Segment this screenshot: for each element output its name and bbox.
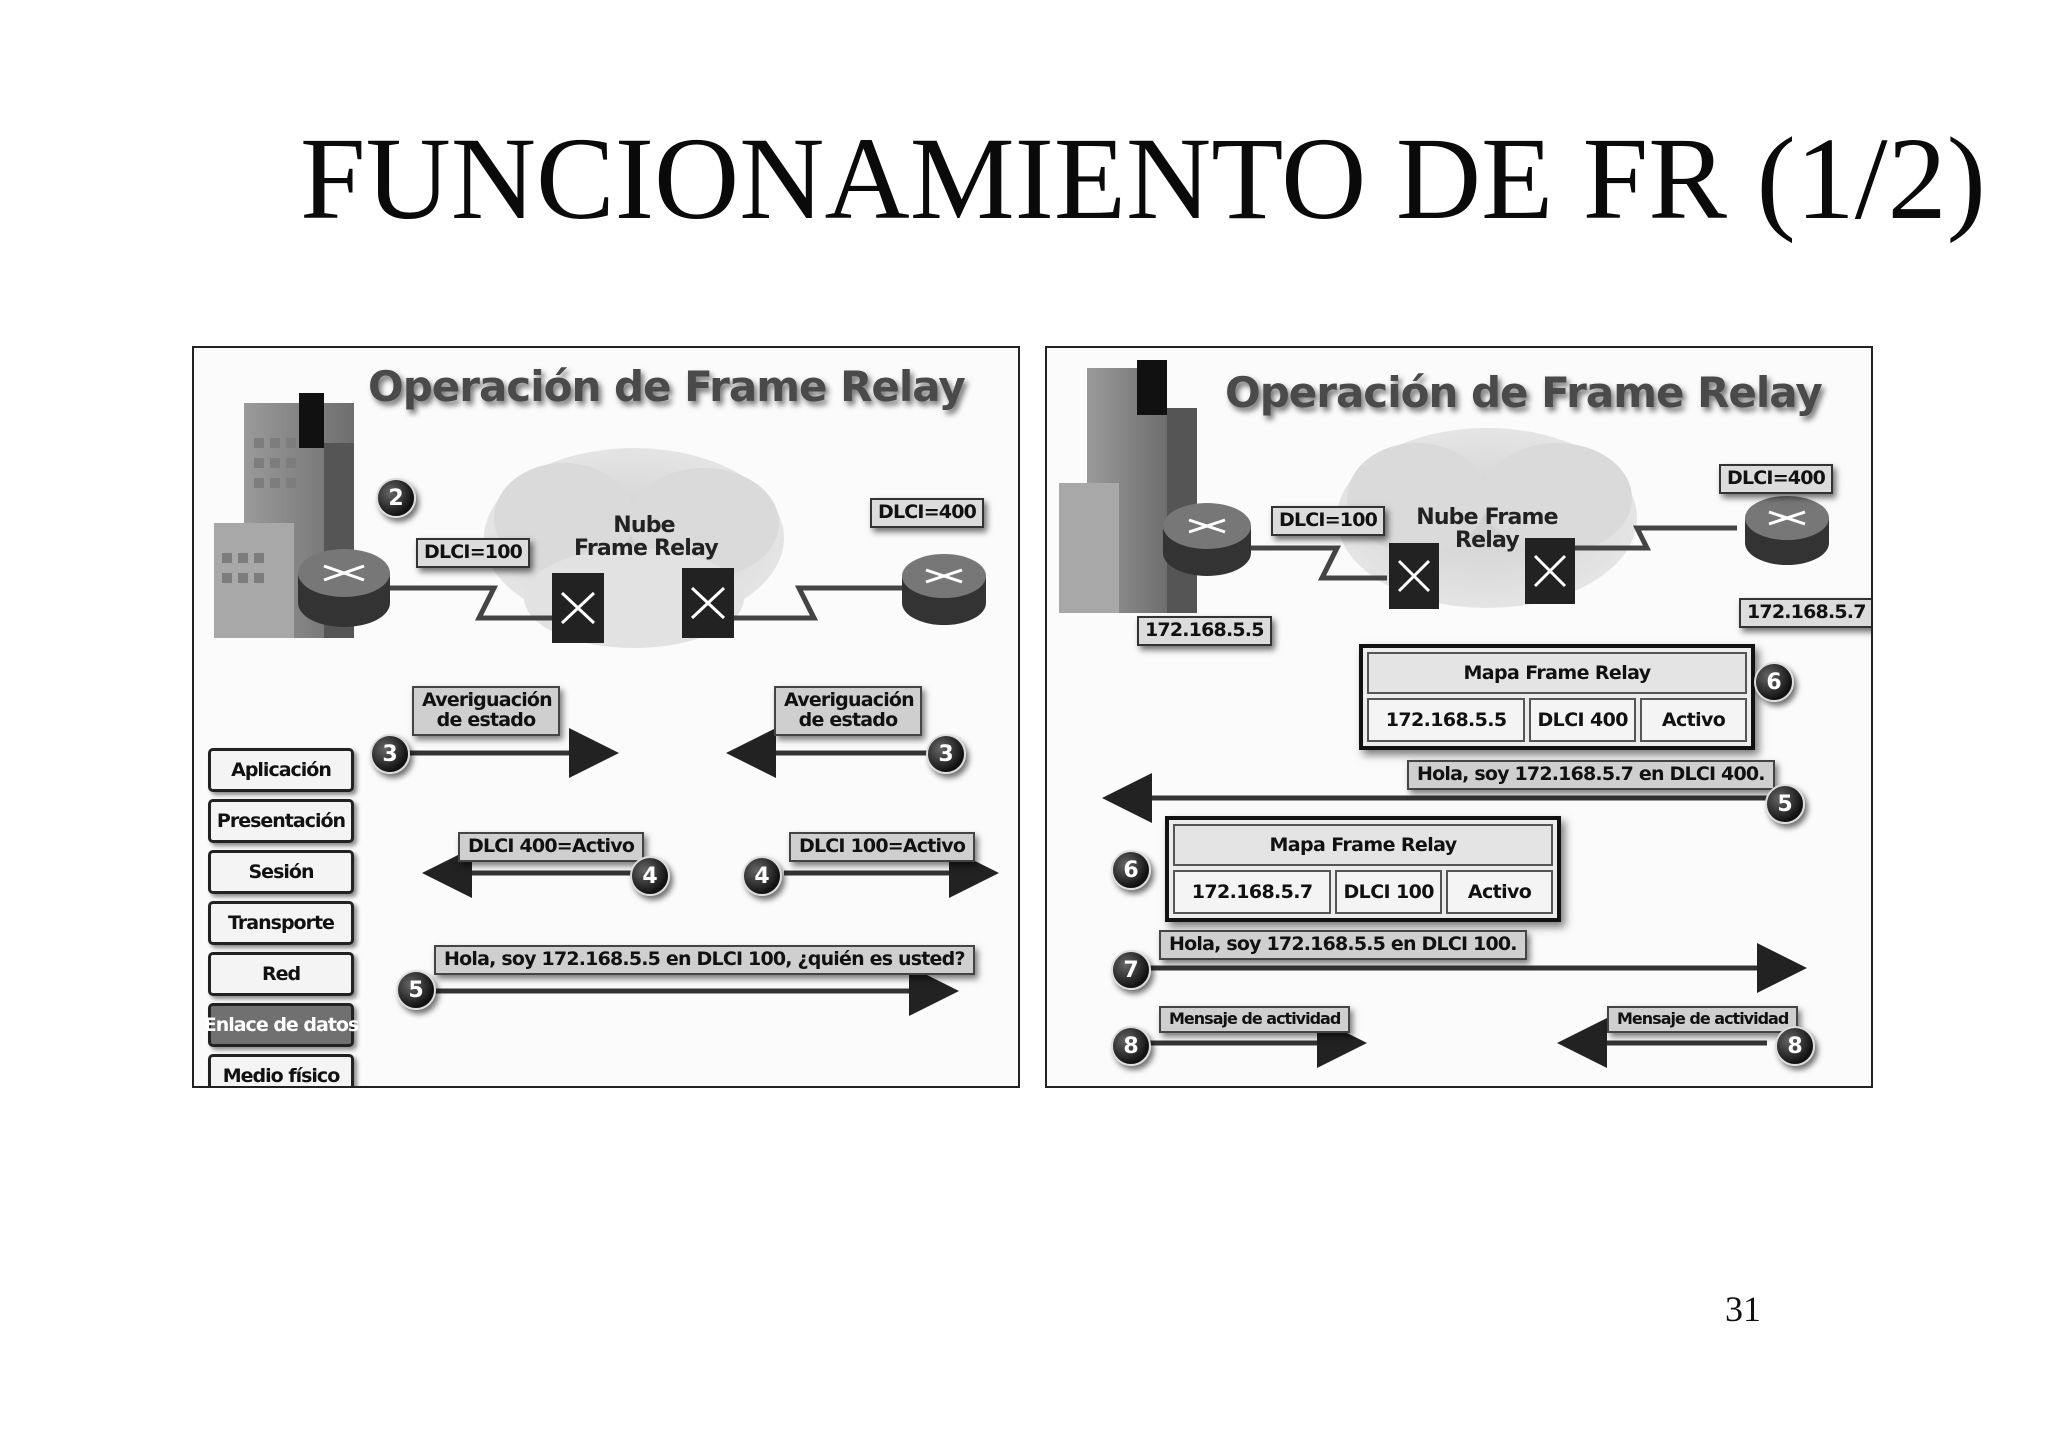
slide-title: FUNCIONAMIENTO DE FR (1/2) — [300, 113, 1986, 244]
osi-layer-item: Presentación — [208, 799, 354, 843]
frame-relay-map-top: Mapa Frame Relay 172.168.5.5 DLCI 400 Ac… — [1359, 644, 1755, 750]
cloud-label-line1: Nube Frame — [1416, 505, 1558, 530]
frame-relay-switch-2-icon — [682, 568, 734, 638]
map-row: 172.168.5.5 DLCI 400 Activo — [1367, 698, 1747, 742]
hello-from-local-label: Hola, soy 172.168.5.5 en DLCI 100. — [1159, 930, 1527, 960]
map-title: Mapa Frame Relay — [1173, 824, 1553, 866]
step-3-left-badge: 3 — [370, 734, 410, 774]
right-panel-heading: Operación de Frame Relay — [1225, 368, 1823, 417]
map-dlci-cell: DLCI 100 — [1335, 870, 1443, 914]
step-7-badge: 7 — [1111, 950, 1151, 990]
osi-layer-item: Sesión — [208, 850, 354, 894]
status-inquiry-left-line1: Averiguación — [422, 689, 553, 711]
dlci400-active-label: DLCI 400=Activo — [458, 832, 645, 862]
dlci-remote-label: DLCI=400 — [870, 498, 985, 528]
osi-layer-item: Enlace de datos — [204, 1003, 359, 1047]
osi-layer-item: Medio físico — [208, 1054, 354, 1086]
step-3-right-badge: 3 — [926, 734, 966, 774]
status-inquiry-left-line2: de estado — [436, 708, 536, 731]
step-4-left-badge: 4 — [630, 856, 670, 896]
map-status-cell: Activo — [1446, 870, 1553, 914]
ip-local-label: 172.168.5.5 — [1137, 616, 1272, 646]
dlci-remote-label: DLCI=400 — [1719, 464, 1834, 494]
map-ip-cell: 172.168.5.7 — [1173, 870, 1332, 914]
step-5-badge: 5 — [396, 970, 436, 1010]
serial-link-left — [369, 585, 554, 621]
keepalive-left-label: Mensaje de actividad — [1159, 1006, 1351, 1033]
status-inquiry-right-label: Averiguación de estado — [774, 686, 922, 736]
router-left-icon — [298, 549, 390, 627]
status-inquiry-right-line2: de estado — [798, 708, 898, 731]
status-inquiry-right-line1: Averiguación — [784, 689, 915, 711]
page-number: 31 — [1725, 1289, 1761, 1329]
cloud-label-line1: Nube — [613, 513, 675, 538]
hello-from-remote-label: Hola, soy 172.168.5.7 en DLCI 400. — [1407, 760, 1775, 790]
left-diagram-panel: Operación de Frame Relay DLCI=100 DLCI=4… — [192, 346, 1020, 1088]
office-building-icon — [214, 393, 354, 638]
right-diagram-panel: Operación de Frame Relay DLCI=100 DLCI=4… — [1045, 346, 1873, 1088]
hello-message-label: Hola, soy 172.168.5.5 en DLCI 100, ¿quié… — [434, 945, 975, 975]
frame-relay-switch-2-icon — [1525, 538, 1575, 604]
left-diagram-graphics — [214, 393, 999, 1016]
frame-relay-switch-1-icon — [1389, 543, 1439, 609]
frame-relay-switch-1-icon — [552, 573, 604, 643]
step-6-bottom-badge: 6 — [1111, 850, 1151, 890]
step-5-badge: 5 — [1765, 784, 1805, 824]
cloud-label: Nube Frame Relay — [574, 513, 719, 562]
keepalive-right-label: Mensaje de actividad — [1607, 1006, 1799, 1033]
map-dlci-cell: DLCI 400 — [1529, 698, 1637, 742]
left-panel-heading: Operación de Frame Relay — [368, 362, 966, 411]
dlci-local-label: DLCI=100 — [416, 538, 531, 568]
step-8-right-badge: 8 — [1775, 1026, 1815, 1066]
office-building-icon — [1059, 360, 1197, 613]
dlci-local-label: DLCI=100 — [1271, 506, 1386, 536]
ip-remote-label: 172.168.5.7 — [1739, 598, 1871, 628]
serial-link-right — [714, 585, 904, 621]
osi-layer-item: Red — [208, 952, 354, 996]
step-2-badge: 2 — [376, 478, 416, 518]
map-row: 172.168.5.7 DLCI 100 Activo — [1173, 870, 1553, 914]
osi-layer-item: Aplicación — [208, 748, 354, 792]
map-status-cell: Activo — [1640, 698, 1747, 742]
serial-link-left — [1232, 545, 1387, 581]
map-title: Mapa Frame Relay — [1367, 652, 1747, 694]
step-4-right-badge: 4 — [742, 856, 782, 896]
cloud-label-line2: Frame Relay — [574, 536, 719, 562]
cloud-label: Nube Frame Relay — [1412, 506, 1562, 552]
right-diagram-graphics — [1059, 360, 1829, 1068]
dlci100-active-label: DLCI 100=Activo — [789, 832, 976, 862]
status-inquiry-left-label: Averiguación de estado — [412, 686, 560, 736]
step-8-left-badge: 8 — [1111, 1026, 1151, 1066]
serial-link-right — [1557, 525, 1737, 551]
frame-relay-map-bottom: Mapa Frame Relay 172.168.5.7 DLCI 100 Ac… — [1165, 816, 1561, 922]
router-right-icon — [902, 554, 986, 625]
cloud-label-line2: Relay — [1455, 528, 1520, 554]
step-6-top-badge: 6 — [1754, 662, 1794, 702]
osi-layer-item: Transporte — [208, 901, 354, 945]
router-local-icon — [1163, 503, 1251, 576]
map-ip-cell: 172.168.5.5 — [1367, 698, 1526, 742]
router-remote-icon — [1745, 496, 1829, 565]
